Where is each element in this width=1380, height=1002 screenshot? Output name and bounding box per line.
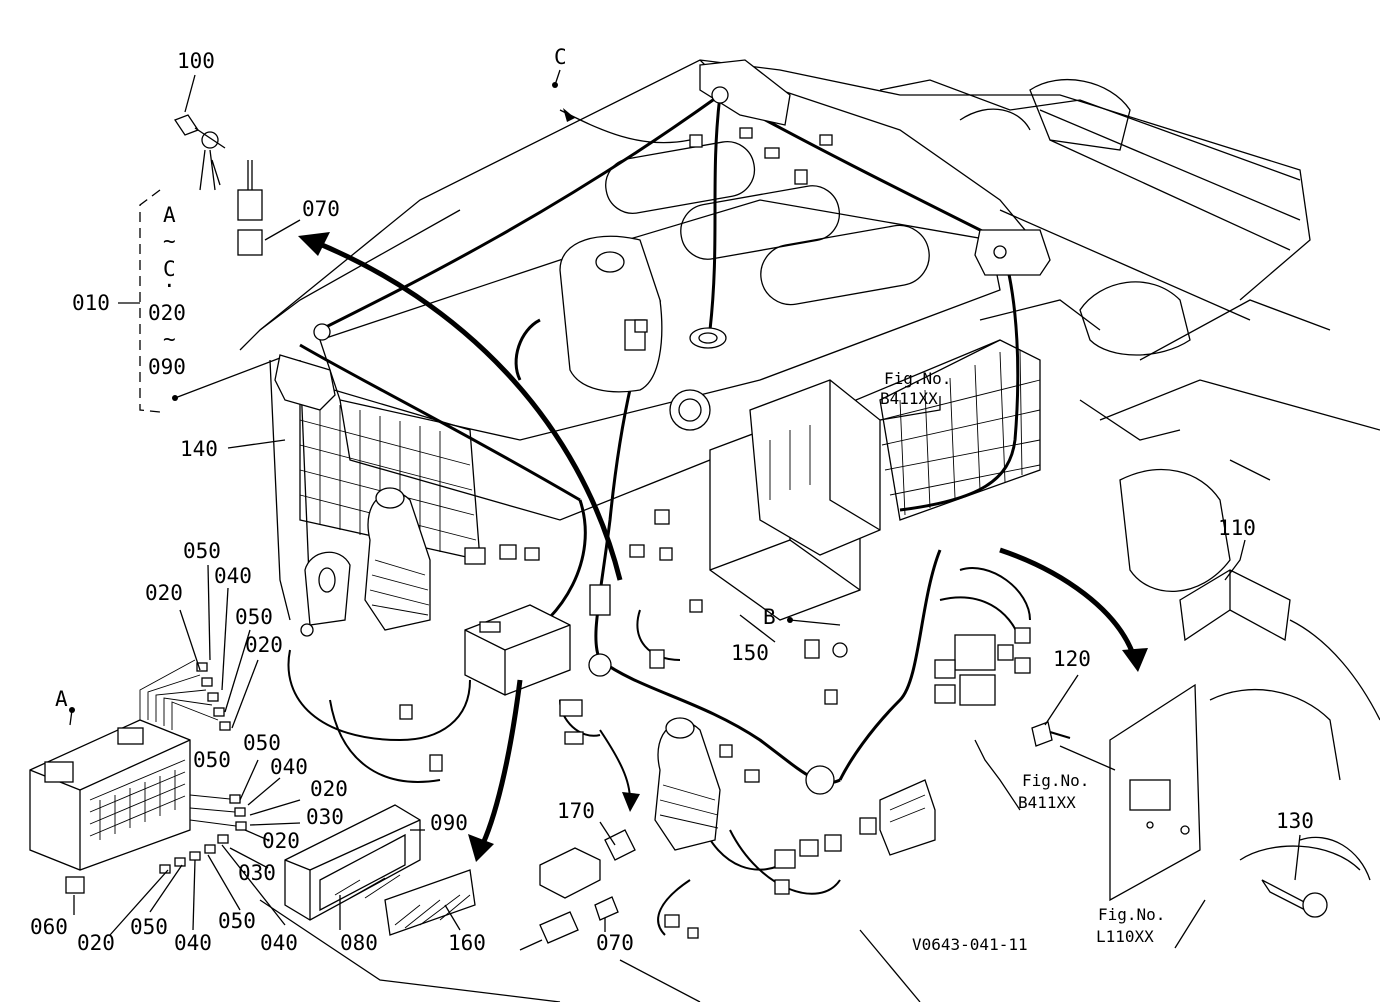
- bracket-label-tilde-2: ~: [163, 327, 176, 351]
- direction-arrows: [298, 108, 1148, 862]
- set-bracket: [139, 189, 161, 413]
- bracket-label-a: A: [163, 203, 176, 227]
- label-040-d: 040: [260, 931, 298, 955]
- bolt-130: [1261, 879, 1328, 918]
- label-040-c: 040: [174, 931, 212, 955]
- label-010: 010: [72, 291, 110, 315]
- label-100: 100: [177, 49, 215, 73]
- label-030-b: 030: [238, 861, 276, 885]
- label-050-d: 050: [193, 748, 231, 772]
- leader-lines: [69, 69, 1301, 949]
- label-070-bottom: 070: [596, 931, 634, 955]
- relay-group: [934, 627, 1031, 706]
- joystick-left: [364, 487, 431, 631]
- side-plate: [1109, 683, 1201, 902]
- bracket-label-090: 090: [148, 355, 186, 379]
- label-130: 130: [1276, 809, 1314, 833]
- label-160: 160: [448, 931, 486, 955]
- fig-ref-2-line-1: Fig.No.: [1022, 771, 1089, 790]
- fig-ref-3-line-1: Fig.No.: [1098, 905, 1165, 924]
- reservoir-tank: [559, 235, 663, 393]
- fig-ref-1-line-1: Fig.No.: [884, 369, 951, 388]
- misc-connectors: [300, 86, 877, 939]
- control-unit-box: [709, 379, 881, 621]
- fig-ref-1-line-2: B411XX: [880, 389, 938, 408]
- work-light-090: [284, 804, 421, 921]
- part-labels: 100 C 070 010 A ~ C · 020 ~ 090 140 Fig.…: [30, 45, 1314, 955]
- label-020-e: 020: [77, 931, 115, 955]
- label-170: 170: [557, 799, 595, 823]
- label-020-a: 020: [145, 581, 183, 605]
- lens-160: [384, 869, 476, 936]
- right-grid-panel: [879, 339, 1041, 521]
- label-050-e: 050: [130, 915, 168, 939]
- bracket-label-020: 020: [148, 301, 186, 325]
- drawing-code: V0643-041-11: [912, 935, 1028, 954]
- relay-box: [464, 604, 571, 696]
- grommet: [689, 327, 727, 349]
- label-c: C: [554, 45, 567, 69]
- label-020-d: 020: [262, 829, 300, 853]
- label-050-a: 050: [183, 539, 221, 563]
- fuse-box-a: [29, 719, 191, 871]
- label-080: 080: [340, 931, 378, 955]
- label-070-top: 070: [302, 197, 340, 221]
- label-090: 090: [430, 811, 468, 835]
- label-020-c: 020: [310, 777, 348, 801]
- label-140: 140: [180, 437, 218, 461]
- bracket-110: [1179, 569, 1291, 642]
- label-050-f: 050: [218, 909, 256, 933]
- connector-070-top: [237, 160, 263, 256]
- label-040-a: 040: [214, 564, 252, 588]
- work-lamp-front: [274, 354, 336, 411]
- left-pedal-bracket: [304, 551, 351, 626]
- label-030-a: 030: [306, 805, 344, 829]
- bracket-label-tilde-1: ~: [163, 229, 176, 253]
- label-110: 110: [1218, 516, 1256, 540]
- bolt-100: [174, 114, 226, 191]
- controller-box: [879, 779, 936, 856]
- bolt-120: [1031, 721, 1071, 747]
- switch-170: [539, 829, 636, 899]
- machine-outline: [239, 59, 1380, 1002]
- label-020-b: 020: [245, 633, 283, 657]
- joystick-right: [654, 717, 721, 851]
- label-040-b: 040: [270, 755, 308, 779]
- label-050-b: 050: [235, 605, 273, 629]
- fig-ref-3-line-2: L110XX: [1096, 927, 1154, 946]
- fuse-items: [159, 662, 247, 874]
- label-a: A: [55, 687, 68, 711]
- fig-ref-2-line-2: B411XX: [1018, 793, 1076, 812]
- work-lamp-rear: [974, 229, 1051, 276]
- harness-branch-a: [139, 659, 237, 827]
- connector-070-bottom: [519, 896, 619, 951]
- label-150: 150: [731, 641, 769, 665]
- label-120: 120: [1053, 647, 1091, 671]
- label-b: B: [763, 605, 776, 629]
- work-lamp-top: [699, 59, 791, 126]
- label-060: 060: [30, 915, 68, 939]
- label-050-c: 050: [243, 731, 281, 755]
- callout-dots: [69, 82, 793, 713]
- bracket-label-dot: ·: [163, 274, 176, 298]
- bracket-label-c: C: [163, 257, 176, 281]
- fuse-060: [65, 876, 85, 894]
- speaker: [669, 389, 711, 431]
